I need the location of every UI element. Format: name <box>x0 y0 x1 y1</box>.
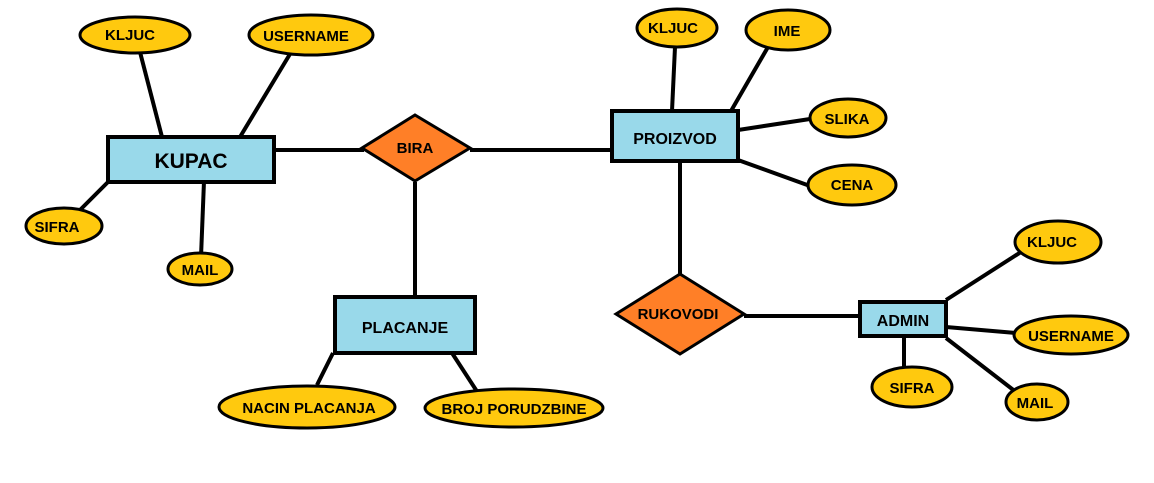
attr-admin-username: USERNAME <box>1012 314 1130 356</box>
attr-proizvod-slika: SLIKA <box>808 97 888 139</box>
line-kupac-mail <box>199 180 206 258</box>
attr-label: CENA <box>831 177 874 194</box>
attr-label: KLJUC <box>1027 234 1077 251</box>
connectors <box>76 45 1023 395</box>
attr-proizvod-ime: IME <box>744 8 832 52</box>
entity-label: KUPAC <box>154 150 227 173</box>
attr-label: BROJ PORUDZBINE <box>441 401 586 418</box>
attr-admin-mail: MAIL <box>1004 382 1070 422</box>
attr-label: NACIN PLACANJA <box>242 400 376 417</box>
attr-label: USERNAME <box>1028 328 1114 345</box>
line-kupac-kljuc <box>138 51 164 138</box>
attr-proizvod-kljuc: KLJUC <box>635 7 719 49</box>
line-admin-mail <box>944 336 1018 394</box>
attr-label: KLJUC <box>105 27 155 44</box>
line-proizvod-slika <box>737 117 811 132</box>
relationship-rukovodi: RUKOVODI <box>613 272 747 356</box>
entity-placanje: PLACANJE <box>333 295 477 355</box>
attr-placanje-broj: BROJ PORUDZBINE <box>423 387 605 429</box>
line-proizvod-kljuc <box>670 46 677 112</box>
line-kupac-sifra <box>76 180 110 214</box>
line-admin-kljuc <box>944 250 1023 302</box>
entity-proizvod: PROIZVOD <box>610 109 740 163</box>
line-placanje-broj <box>450 351 480 395</box>
attr-label: MAIL <box>182 262 219 279</box>
attr-kupac-kljuc: KLJUC <box>78 15 192 55</box>
entity-label: PROIZVOD <box>633 131 717 148</box>
relationship-label: RUKOVODI <box>638 306 719 323</box>
entity-label: PLACANJE <box>362 320 449 337</box>
attr-label: SIFRA <box>890 380 935 397</box>
entity-admin: ADMIN <box>858 300 948 338</box>
relationship-bira: BIRA <box>359 113 473 183</box>
line-proizvod-ime <box>729 45 770 113</box>
entity-kupac: KUPAC <box>106 135 276 184</box>
line-proizvod-cena <box>737 158 811 188</box>
line-admin-username <box>945 325 1017 335</box>
attr-kupac-mail: MAIL <box>166 251 234 287</box>
attr-proizvod-cena: CENA <box>806 163 898 207</box>
attr-label: SIFRA <box>35 219 80 236</box>
attr-label: IME <box>774 23 801 40</box>
line-kupac-username <box>238 52 292 139</box>
attr-kupac-username: USERNAME <box>247 13 375 57</box>
attr-placanje-nacin: NACIN PLACANJA <box>217 384 397 430</box>
attr-label: USERNAME <box>263 28 349 45</box>
attr-label: KLJUC <box>648 20 698 37</box>
attr-label: MAIL <box>1017 395 1054 412</box>
entity-label: ADMIN <box>877 313 929 330</box>
line-placanje-nacin <box>315 352 335 386</box>
attr-label: SLIKA <box>825 111 870 128</box>
relationship-label: BIRA <box>397 140 434 157</box>
attr-kupac-sifra: SIFRA <box>24 206 104 246</box>
attr-admin-sifra: SIFRA <box>870 365 954 409</box>
attr-admin-kljuc: KLJUC <box>1013 219 1103 265</box>
